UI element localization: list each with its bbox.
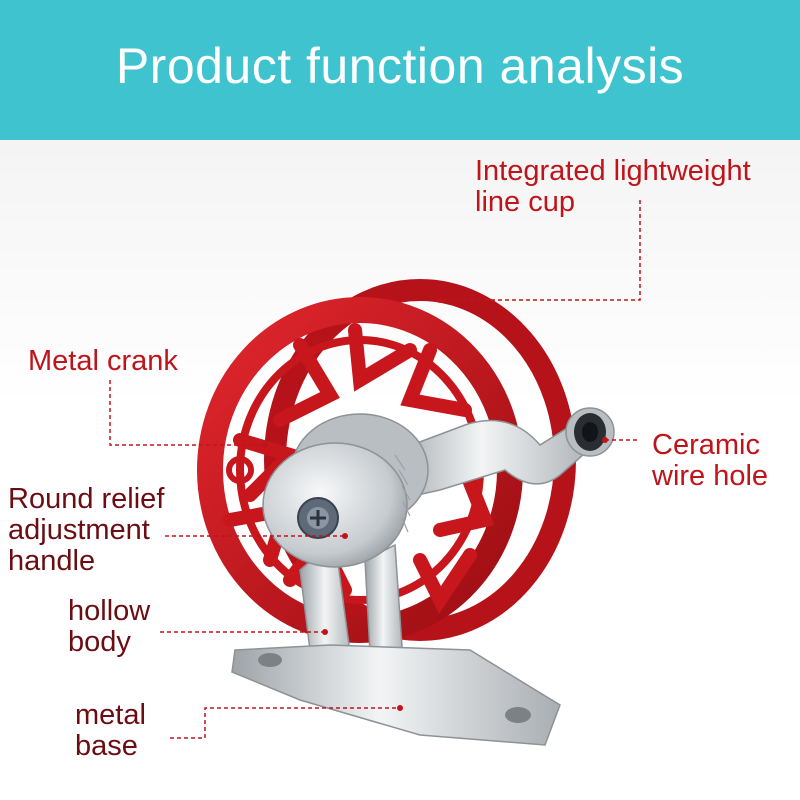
label-metal-base: metal base — [75, 700, 146, 762]
label-metal-crank: Metal crank — [28, 346, 178, 377]
ceramic-wire-hole — [574, 413, 606, 451]
page-title: Product function analysis — [115, 38, 685, 94]
label-hollow-body: hollow body — [68, 596, 150, 658]
header-banner: Product function analysis — [0, 0, 800, 140]
metal-base — [231, 644, 561, 746]
callout-dots — [262, 297, 608, 711]
center-screw-icon — [297, 497, 339, 539]
label-line-cup-line1: Integrated lightweight — [475, 155, 751, 187]
round-relief-adjustment-handle — [262, 413, 429, 568]
callout-lines — [109, 200, 641, 739]
label-metal-crank-line1: Metal crank — [28, 345, 178, 377]
label-relief-line1: Round relief — [8, 483, 165, 515]
label-relief-line3: handle — [8, 545, 96, 577]
label-relief-line2: adjustment — [8, 514, 150, 546]
label-relief-handle: Round relief adjustment handle — [8, 484, 164, 577]
label-ceramic-line1: Ceramic — [652, 429, 760, 461]
label-hollow-line2: body — [68, 626, 131, 658]
label-hollow-line1: hollow — [68, 595, 151, 627]
label-line-cup-line2: line cup — [475, 186, 575, 218]
label-ceramic-line2: wire hole — [652, 460, 769, 492]
label-metal-base-line1: metal — [75, 699, 146, 731]
label-metal-base-line2: base — [75, 730, 138, 762]
label-ceramic-wire-hole: Ceramic wire hole — [652, 430, 768, 492]
label-line-cup: Integrated lightweight line cup — [475, 156, 751, 218]
